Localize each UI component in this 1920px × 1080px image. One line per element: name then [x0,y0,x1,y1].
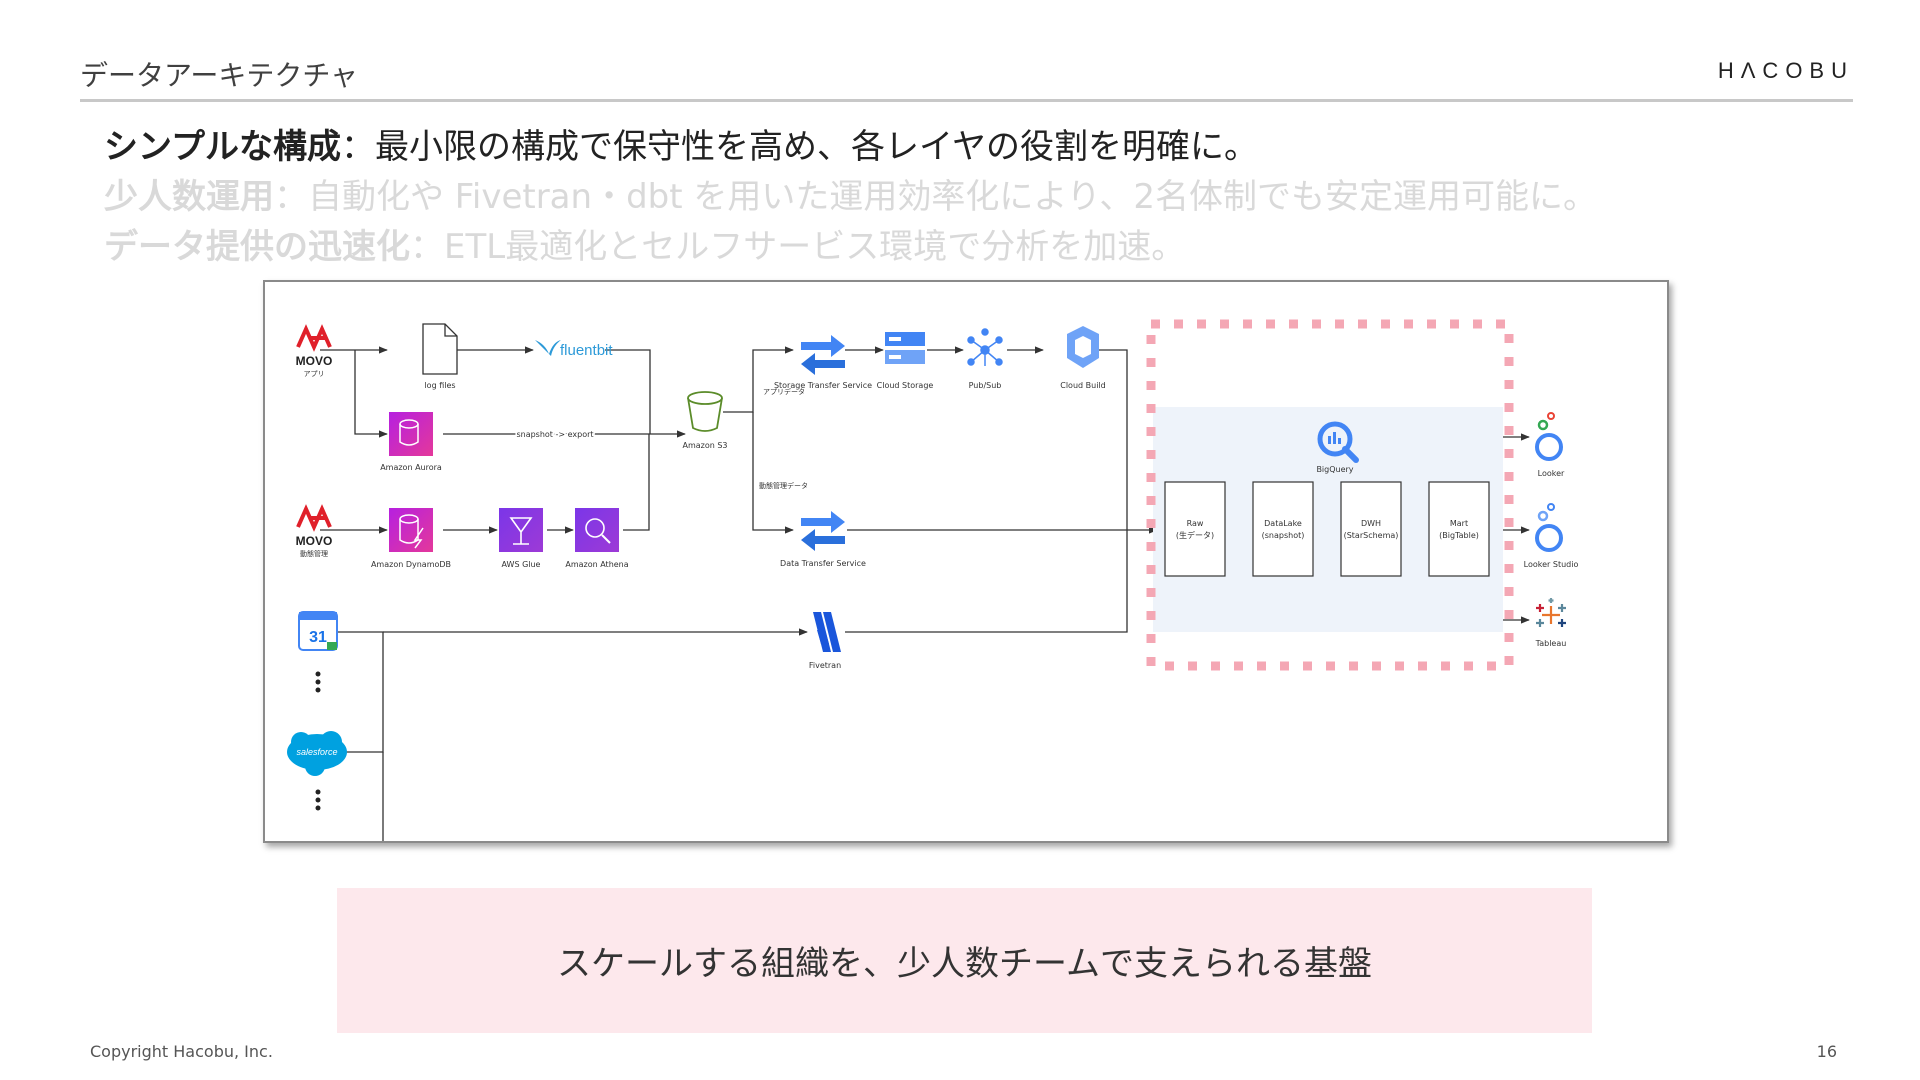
looker-studio-node: Looker Studio [1524,503,1579,569]
bullet-small-team: 少人数運用：自動化や Fivetran・dbt を用いた運用効率化により、2名体… [104,172,1597,222]
copyright: Copyright Hacobu, Inc. [90,1042,273,1061]
bullet-heading: 少人数運用 [104,177,274,217]
bucket-icon [687,391,723,432]
aurora-node: Amazon Aurora [380,412,442,472]
bullet-text: 最小限の構成で保守性を高め、各レイヤの役割を明確に。 [374,127,1258,167]
bullet-separator: ： [410,227,444,267]
fluentbit-icon [535,340,561,356]
node-label: fluentbit [560,342,613,359]
bullet-separator: ： [340,127,375,167]
cloud-storage-node: Cloud Storage [877,332,934,390]
key-points: シンプルな構成：最小限の構成で保守性を高め、各レイヤの役割を明確に。 少人数運用… [104,122,1597,272]
movo-brand: MOVO [296,354,333,368]
storage-transfer-node: Storage Transfer Service [774,335,872,390]
layer-datalake: DataLake (snapshot) [1252,481,1314,577]
glue-node: AWS Glue [499,508,543,569]
hacobu-logo: HΛCOBU [1717,58,1854,83]
bullet-heading: データ提供の迅速化 [104,227,410,267]
cloud-build-node: Cloud Build [1060,326,1106,390]
architecture-diagram: BigQuery Raw (生データ) DataLake (snapshot) … [263,280,1669,843]
highlight-frame [1146,319,1514,671]
aurora-icon [389,412,433,456]
node-label: Looker Studio [1524,560,1579,569]
tableau-node: Tableau [1535,598,1567,648]
layer-sub: (snapshot) [1262,531,1305,540]
bullet-text: 自動化や Fivetran・dbt を用いた運用効率化により、2名体制でも安定運… [308,177,1597,217]
edge-label-app-data: アプリデータ [763,387,805,396]
node-label: log files [424,381,455,390]
storage-icon [885,332,925,364]
movo-ops-logo: MOVO 動態管理 [296,504,333,558]
bullet-fast-delivery: データ提供の迅速化：ETL最適化とセルフサービス環境で分析を加速。 [104,222,1597,272]
fluentbit-node: fluentbit [535,340,613,359]
athena-node: Amazon Athena [565,508,629,569]
node-label: Amazon Aurora [380,463,442,472]
salesforce-text: salesforce [296,747,337,757]
node-label: Looker [1538,469,1565,478]
looker-studio-icon [1535,503,1563,552]
bullet-separator: ： [274,177,308,217]
layer-name: Mart [1450,519,1468,528]
log-files-node: log files [422,323,458,390]
node-label: Amazon DynamoDB [371,560,451,569]
salesforce-icon: salesforce [287,731,347,776]
key-message-banner: スケールする組織を、少人数チームで支えられる基盤 [337,888,1592,1033]
layer-name: DataLake [1264,519,1302,528]
movo-brand: MOVO [296,534,333,548]
movo-app-sub: アプリ [304,370,325,378]
layer-mart: Mart (BigTable) [1428,481,1490,577]
header-divider [80,99,1853,102]
google-calendar-icon: 31 [298,611,338,651]
movo-ops-sub: 動態管理 [300,549,328,558]
edge-label-ops-data: 動態管理データ [759,481,808,490]
fivetran-node: Fivetran [809,612,841,670]
glue-icon [499,508,543,552]
layer-sub: (BigTable) [1439,531,1479,540]
node-label: Cloud Storage [877,381,934,390]
looker-node: Looker [1535,412,1565,478]
bullet-text: ETL最適化とセルフサービス環境で分析を加速。 [444,227,1186,267]
layer-name: Raw [1187,519,1204,528]
layer-sub: (StarSchema) [1344,531,1399,540]
node-label: Amazon Athena [565,560,628,569]
file-icon [422,323,458,375]
calendar-day: 31 [309,629,327,646]
data-transfer-node: Data Transfer Service [780,511,866,568]
bullet-heading: シンプルな構成 [104,127,341,167]
bigquery-label: BigQuery [1316,465,1353,474]
node-label: Cloud Build [1060,381,1105,390]
banner-text: スケールする組織を、少人数チームで支えられる基盤 [557,944,1372,984]
edge-label-export: snapshot -> export [516,430,593,439]
node-label: Data Transfer Service [780,559,866,568]
transfer-arrows-icon [801,511,845,551]
movo-app-logo: MOVO アプリ [296,324,333,378]
s3-node: Amazon S3 [682,391,728,450]
node-label: Fivetran [809,661,841,670]
layer-dwh: DWH (StarSchema) [1340,481,1402,577]
page-number: 16 [1816,1042,1837,1061]
layer-raw: Raw (生データ) [1164,481,1226,577]
node-label: Amazon S3 [682,441,727,450]
layer-name: DWH [1361,519,1381,528]
node-label: Tableau [1535,639,1567,648]
looker-icon [1535,412,1563,461]
more-sources-icon [315,671,321,811]
transfer-arrows-icon [801,335,845,375]
layer-sub: (生データ) [1176,530,1214,540]
dynamodb-node: Amazon DynamoDB [371,508,451,569]
page-title: データアーキテクチャ [80,59,359,92]
athena-icon [575,508,619,552]
fivetran-icon [813,612,841,652]
pubsub-node: Pub/Sub [967,328,1003,390]
node-label: Pub/Sub [969,381,1002,390]
node-label: Storage Transfer Service [774,381,872,390]
node-label: AWS Glue [502,560,541,569]
bullet-simple-config: シンプルな構成：最小限の構成で保守性を高め、各レイヤの役割を明確に。 [104,122,1597,172]
pubsub-icon [967,328,1003,366]
tableau-icon [1536,598,1566,627]
bigquery-icon [1317,421,1359,463]
